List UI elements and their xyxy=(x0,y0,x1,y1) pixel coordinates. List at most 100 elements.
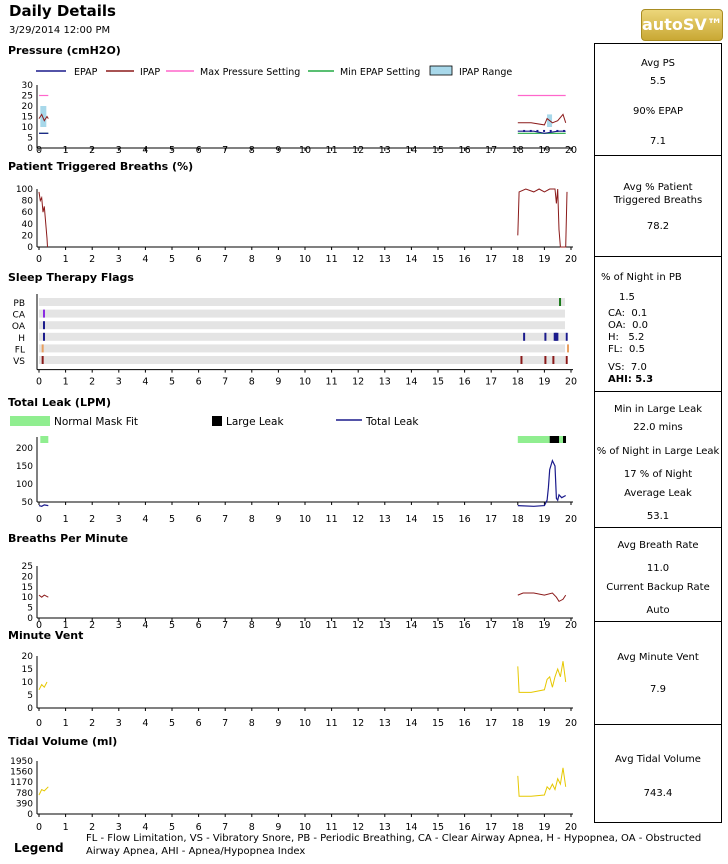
x-tick-label: 7 xyxy=(222,514,228,525)
mv-title: Minute Vent xyxy=(8,629,84,642)
x-tick-label: 7 xyxy=(222,620,228,631)
x-tick-label: 13 xyxy=(379,254,391,265)
flag-row-label: H xyxy=(18,334,25,344)
x-tick-label: 15 xyxy=(432,718,444,729)
x-tick-label: 19 xyxy=(538,254,550,265)
x-tick-label: 14 xyxy=(405,377,417,388)
ipap-range-legend-label: IPAP Range xyxy=(459,67,512,78)
stats-divider xyxy=(594,256,722,257)
breath-rate-line xyxy=(517,592,567,603)
x-tick-label: 16 xyxy=(459,822,471,830)
pressure-legend: EPAP IPAP Max Pressure Setting Min EPAP … xyxy=(36,65,512,78)
epap-marker xyxy=(543,129,546,132)
flag-row-track xyxy=(39,332,565,341)
pct-large-leak-label: % of Night in Large Leak xyxy=(596,446,720,457)
vs-event-marker xyxy=(565,356,568,364)
x-tick-label: 4 xyxy=(142,254,148,265)
x-tick-label: 1 xyxy=(63,822,69,830)
x-tick-label: 11 xyxy=(326,718,338,729)
epap-marker xyxy=(549,129,552,132)
y-tick-label: 200 xyxy=(16,444,33,454)
y-tick-label: 5 xyxy=(27,604,33,614)
x-tick-label: 6 xyxy=(196,822,202,830)
y-tick-label: 20 xyxy=(22,102,34,112)
x-tick-label: 14 xyxy=(405,514,417,525)
x-tick-label: 2 xyxy=(89,718,95,729)
x-tick-label: 11 xyxy=(326,620,338,631)
x-tick-label: 14 xyxy=(405,254,417,265)
x-tick-label: 12 xyxy=(352,377,364,388)
ipap-line xyxy=(517,113,567,126)
y-tick-label: 0 xyxy=(27,144,33,154)
x-tick-label: 2 xyxy=(89,377,95,388)
average-leak-label: Average Leak xyxy=(624,488,692,499)
y-tick-label: 15 xyxy=(22,113,33,123)
avg-breath-rate-label: Avg Breath Rate xyxy=(617,540,699,551)
x-tick-label: 15 xyxy=(432,254,444,265)
y-tick-label: 0 xyxy=(27,810,33,820)
backup-rate-label: Current Backup Rate xyxy=(606,582,710,593)
x-tick-label: 20 xyxy=(565,377,577,388)
oa-event-marker xyxy=(42,321,45,330)
x-tick-label: 4 xyxy=(142,145,148,156)
x-tick-label: 19 xyxy=(538,514,550,525)
min-large-leak-value: 22.0 mins xyxy=(633,422,683,433)
tidal-volume-line xyxy=(38,786,49,796)
x-tick-label: 5 xyxy=(169,822,175,830)
x-tick-label: 7 xyxy=(222,718,228,729)
legend-text: FL - Flow Limitation, VS - Vibratory Sno… xyxy=(86,833,702,857)
x-tick-label: 2 xyxy=(89,822,95,830)
x-tick-label: 15 xyxy=(432,145,444,156)
y-tick-label: 25 xyxy=(22,92,33,102)
x-tick-label: 0 xyxy=(36,822,42,830)
x-tick-label: 5 xyxy=(169,718,175,729)
x-tick-label: 1 xyxy=(63,620,69,631)
y-tick-label: 40 xyxy=(22,220,34,230)
y-tick-label: 15 xyxy=(22,583,33,593)
x-tick-label: 9 xyxy=(275,620,281,631)
y-tick-label: 0 xyxy=(27,243,33,253)
x-tick-label: 10 xyxy=(299,145,311,156)
h-event-marker xyxy=(544,332,547,341)
pressure-title: Pressure (cmH2O) xyxy=(8,44,121,57)
x-tick-label: 18 xyxy=(512,254,524,265)
x-tick-label: 8 xyxy=(249,145,255,156)
x-tick-label: 17 xyxy=(485,377,497,388)
x-tick-label: 15 xyxy=(432,377,444,388)
x-tick-label: 3 xyxy=(116,514,122,525)
x-tick-label: 12 xyxy=(352,514,364,525)
y-tick-label: 50 xyxy=(22,498,34,508)
y-tick-label: 20 xyxy=(22,572,34,582)
x-tick-label: 13 xyxy=(379,145,391,156)
x-tick-label: 19 xyxy=(538,620,550,631)
x-tick-label: 12 xyxy=(352,254,364,265)
x-tick-label: 17 xyxy=(485,822,497,830)
epap-90-value: 7.1 xyxy=(650,136,666,147)
x-tick-label: 17 xyxy=(485,254,497,265)
x-tick-label: 20 xyxy=(565,145,577,156)
x-tick-label: 18 xyxy=(512,822,524,830)
epap-marker xyxy=(556,129,559,132)
x-tick-label: 15 xyxy=(432,822,444,830)
x-tick-label: 11 xyxy=(326,377,338,388)
x-tick-label: 12 xyxy=(352,620,364,631)
x-tick-label: 1 xyxy=(63,377,69,388)
x-tick-label: 3 xyxy=(116,620,122,631)
x-tick-label: 3 xyxy=(116,377,122,388)
x-tick-label: 3 xyxy=(116,718,122,729)
x-tick-label: 20 xyxy=(565,254,577,265)
epap-marker xyxy=(536,129,539,132)
flag-row-track xyxy=(39,298,565,306)
x-tick-label: 1 xyxy=(63,514,69,525)
x-tick-label: 16 xyxy=(459,254,471,265)
y-tick-label: 80 xyxy=(22,197,34,207)
x-tick-label: 3 xyxy=(116,254,122,265)
x-tick-label: 0 xyxy=(36,718,42,729)
y-tick-label: 15 xyxy=(22,665,33,675)
y-tick-label: 10 xyxy=(22,678,34,688)
average-leak-value: 53.1 xyxy=(646,511,670,522)
flag-row-label: VS xyxy=(13,357,25,367)
minute-vent-line xyxy=(38,681,48,691)
x-tick-label: 9 xyxy=(275,254,281,265)
x-tick-label: 14 xyxy=(405,718,417,729)
